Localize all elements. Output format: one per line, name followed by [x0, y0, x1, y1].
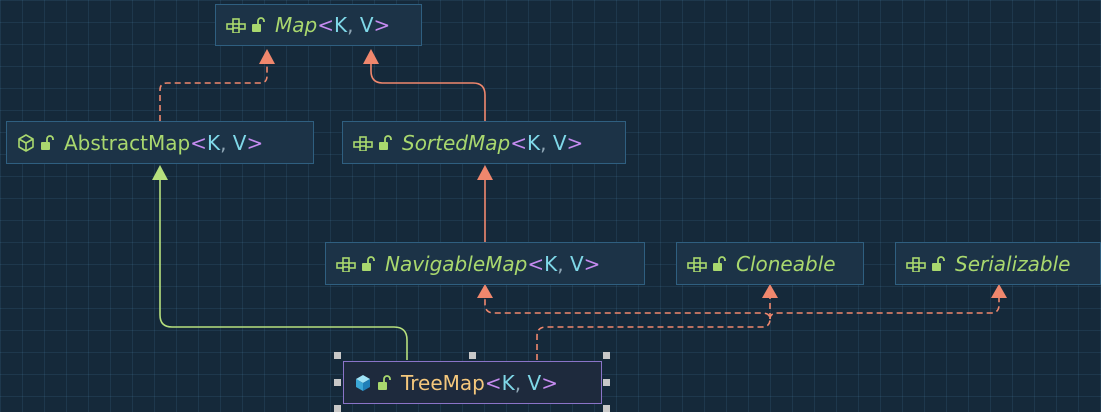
node-map-comma: ,	[347, 13, 354, 37]
node-abstractmap-name: AbstractMap	[64, 130, 191, 155]
node-treemap-generic-open: <	[484, 370, 502, 395]
node-cloneable[interactable]: Cloneable	[676, 242, 864, 285]
selection-handle-top-right[interactable]	[603, 352, 610, 359]
arrowhead-to-serializable	[991, 284, 1007, 298]
interface-icon	[226, 18, 246, 33]
node-treemap-param-k: K	[501, 370, 515, 395]
node-map[interactable]: Map<K, V>	[215, 4, 422, 46]
node-sortedmap-comma: ,	[540, 130, 547, 155]
node-abstractmap-param-v: V	[232, 130, 247, 155]
node-treemap-name: TreeMap	[401, 370, 485, 395]
edge-treemap-implements-navigablemap	[484, 298, 771, 360]
node-navigablemap-comma: ,	[557, 251, 564, 276]
abstract-class-icon	[18, 133, 34, 152]
arrowhead-to-map-left	[259, 49, 275, 64]
node-cloneable-name: Cloneable	[736, 251, 836, 276]
node-map-generic-close: >	[373, 13, 391, 37]
interface-icon	[906, 256, 926, 272]
node-treemap[interactable]: TreeMap<K, V>	[343, 361, 602, 404]
node-map-name: Map	[275, 13, 318, 37]
node-navigablemap-name: NavigableMap	[385, 251, 528, 276]
node-navigablemap-generic-open: <	[527, 251, 545, 276]
unlocked-icon	[362, 255, 375, 271]
selection-handle-bottom-left[interactable]	[334, 405, 341, 412]
interface-icon	[687, 256, 707, 272]
unlocked-icon	[41, 134, 54, 150]
selection-handle-top-middle[interactable]	[469, 352, 476, 359]
edge-treemap-implements-serializable	[769, 298, 1000, 320]
node-navigablemap-param-k: K	[544, 251, 558, 276]
node-map-param-v: V	[359, 13, 374, 37]
node-serializable[interactable]: Serializable	[895, 242, 1101, 285]
node-navigablemap[interactable]: NavigableMap<K, V>	[325, 242, 645, 285]
node-navigablemap-generic-close: >	[583, 251, 601, 276]
interface-icon	[336, 256, 356, 272]
node-sortedmap-param-v: V	[552, 130, 567, 155]
node-treemap-generic-close: >	[541, 370, 558, 395]
node-serializable-name: Serializable	[955, 251, 1071, 276]
edge-treemap-extends-abstractmap	[159, 180, 408, 360]
unlocked-icon	[932, 255, 945, 271]
node-navigablemap-param-v: V	[569, 251, 584, 276]
node-map-generic-open: <	[317, 13, 334, 37]
node-sortedmap-generic-close: >	[566, 130, 584, 155]
arrowhead-to-sortedmap	[477, 165, 493, 180]
selection-handle-middle-left[interactable]	[334, 379, 341, 386]
node-sortedmap-param-k: K	[526, 130, 541, 155]
arrowhead-to-abstractmap	[152, 165, 168, 180]
node-sortedmap-name: SortedMap	[402, 130, 511, 155]
unlocked-icon	[252, 17, 265, 32]
node-treemap-comma: ,	[514, 370, 522, 395]
node-sortedmap-generic-open: <	[510, 130, 527, 155]
node-abstractmap-generic-close: >	[246, 130, 264, 155]
interface-icon	[353, 135, 373, 151]
arrowhead-to-map-right	[363, 49, 379, 64]
node-treemap-param-v: V	[527, 370, 542, 395]
arrowhead-to-cloneable	[762, 284, 778, 298]
edge-abstractmap-implements-map	[159, 64, 268, 121]
arrowhead-to-navigablemap	[477, 284, 493, 298]
node-sortedmap[interactable]: SortedMap<K, V>	[342, 121, 626, 164]
node-abstractmap-param-k: K	[206, 130, 221, 155]
node-abstractmap-comma: ,	[220, 130, 227, 155]
selection-handle-middle-right[interactable]	[603, 379, 610, 386]
node-abstractmap[interactable]: AbstractMap<K, V>	[6, 121, 314, 164]
selection-handle-top-left[interactable]	[334, 352, 341, 359]
edge-sortedmap-extends-map	[370, 64, 486, 121]
node-map-param-k: K	[333, 13, 348, 37]
node-abstractmap-generic-open: <	[190, 130, 207, 155]
unlocked-icon	[378, 374, 391, 390]
selection-handle-bottom-right[interactable]	[603, 405, 610, 412]
class-icon	[356, 374, 370, 391]
unlocked-icon	[379, 134, 392, 150]
unlocked-icon	[713, 255, 726, 271]
